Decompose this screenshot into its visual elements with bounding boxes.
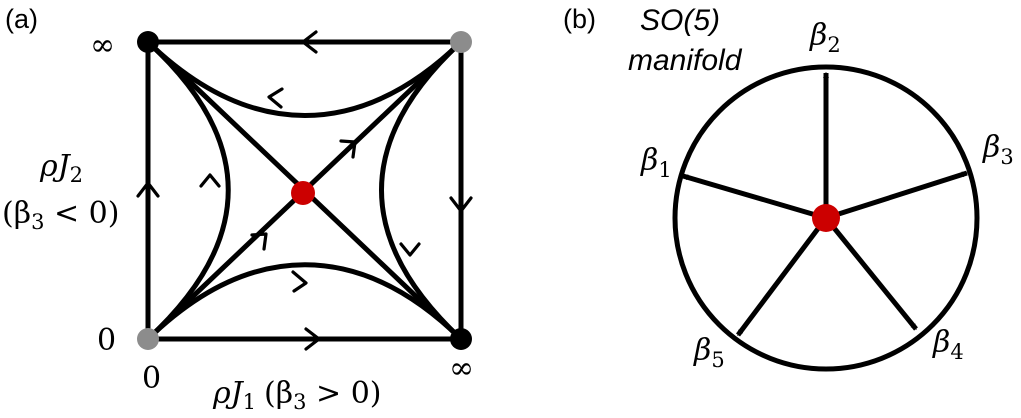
x-axis-label: ρJ1(β3 > 0) (212, 376, 381, 414)
arrow-diagonal-upper (339, 139, 357, 159)
manifold-title-group: SO(5) (640, 4, 720, 37)
panel-b: (b) SO(5) manifold β2 β3 β1 β4 β5 (563, 4, 1014, 372)
arrow-right-edge (449, 196, 473, 213)
y-axis-condition: (β3 < 0) (2, 196, 119, 234)
panel-a-label: (a) (5, 4, 38, 34)
label-bottom-right-infinity: ∞ (449, 351, 474, 386)
arrow-right-curve (399, 242, 421, 257)
fixed-point-bottom-left (137, 328, 159, 350)
so5-manifold-circle (672, 64, 980, 372)
flow-curve-left (145, 39, 231, 342)
fixed-point-center (291, 181, 315, 205)
flow-curve-top (145, 39, 464, 118)
label-bottom-left-zero: 0 (97, 323, 116, 358)
beta-1-label: β1 (640, 143, 672, 182)
arrow-left-curve (199, 173, 221, 188)
arrow-diagonal-lower (250, 232, 268, 251)
fixed-point-top-right (450, 31, 472, 53)
arrow-top-curve (267, 87, 284, 109)
manifold-center-point (812, 204, 840, 232)
panel-b-label: (b) (563, 4, 596, 34)
beta-5-arrow (736, 216, 828, 337)
panel-a: (a) ∞ 0 0 ∞ ρJ2 (β3 < 0) (2, 4, 474, 414)
arrow-top-edge (301, 30, 318, 54)
beta-1-arrow (681, 173, 827, 221)
label-origin-zero: 0 (142, 361, 161, 396)
beta-2-label: β2 (809, 18, 841, 57)
arrow-left-edge (136, 181, 160, 198)
label-top-left-infinity: ∞ (90, 28, 115, 63)
arrow-bottom-edge (304, 327, 321, 351)
flow-curve-right (379, 39, 464, 342)
fixed-point-top-left (137, 31, 159, 53)
beta-4-label: β4 (932, 325, 964, 364)
flow-curve-bottom (145, 262, 464, 342)
manifold-title-word: manifold (628, 44, 743, 77)
arrow-bottom-curve (291, 270, 308, 293)
beta-5-label: β5 (693, 333, 725, 372)
beta-3-arrow (825, 170, 969, 221)
beta-4-arrow (824, 216, 918, 331)
y-axis-label: ρJ2 (39, 149, 83, 187)
beta-3-label: β3 (982, 130, 1014, 169)
fixed-point-bottom-right (450, 328, 472, 350)
